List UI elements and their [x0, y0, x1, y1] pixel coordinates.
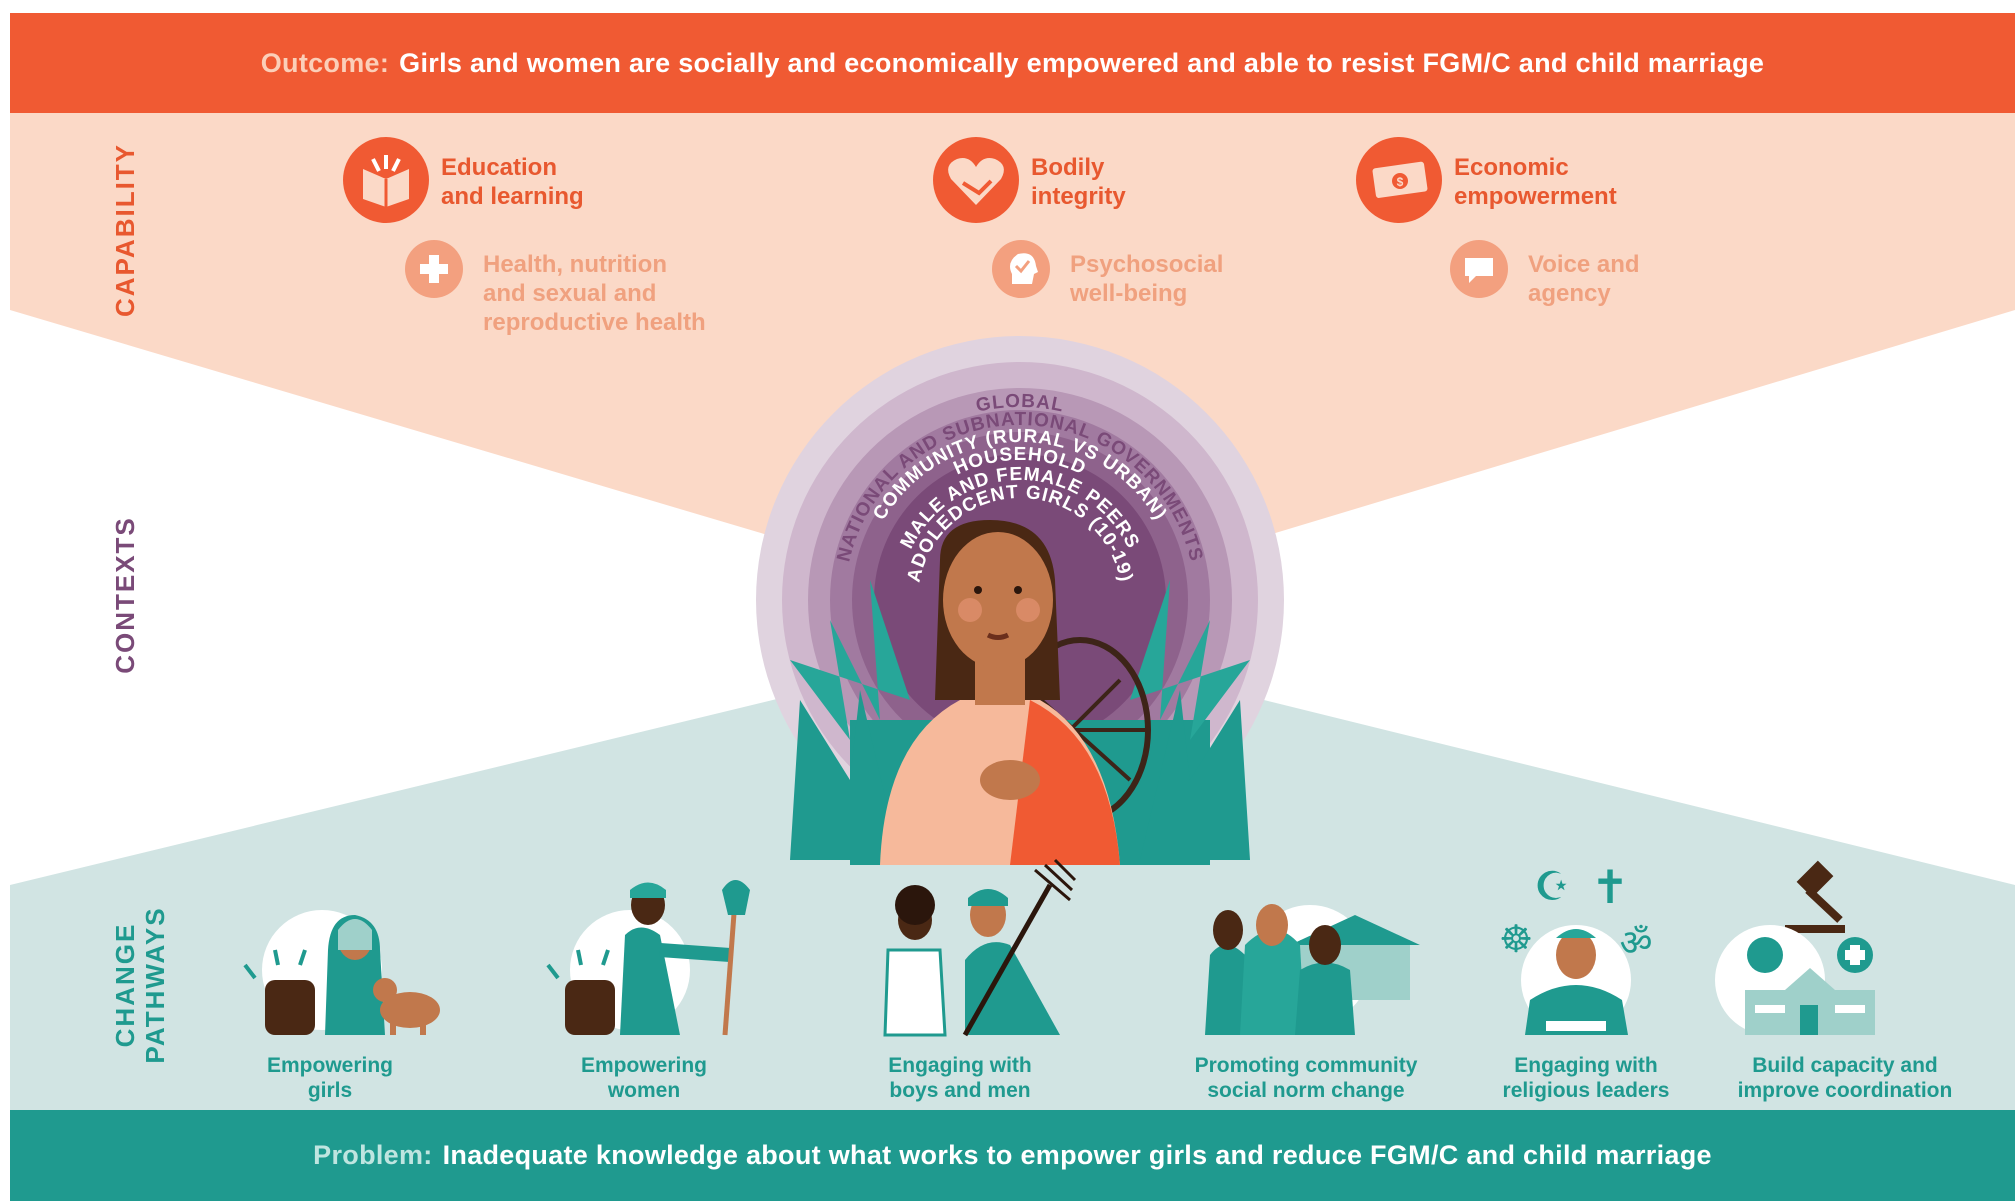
pathway-3-line2: boys and men: [889, 1079, 1031, 1102]
education-line2: and learning: [441, 183, 584, 210]
health-line1: Health, nutrition: [483, 251, 667, 278]
capability-voice-agency: Voice and agency: [1450, 240, 1640, 308]
outcome-text: Girls and women are socially and economi…: [399, 47, 1765, 78]
bodily-line1: Bodily: [1031, 154, 1105, 181]
pathway-4-line2: social norm change: [1207, 1079, 1405, 1102]
pathway-5-line2: religious leaders: [1502, 1079, 1670, 1102]
problem-lead: Problem:: [313, 1140, 433, 1170]
speech-bubble-icon: [1450, 240, 1508, 298]
contexts-side-label: CONTEXTS: [110, 516, 140, 674]
capability-health: Health, nutrition and sexual and reprodu…: [405, 240, 706, 337]
pathway-religious-leaders: Engaging with religious leaders: [1456, 1053, 1716, 1103]
medical-cross-icon: [405, 240, 463, 298]
head-check-icon: [992, 240, 1050, 298]
open-book-icon: [343, 137, 429, 223]
voice-line1: Voice and: [1528, 251, 1640, 278]
pathway-1-line2: girls: [307, 1079, 353, 1102]
voice-line2: agency: [1528, 280, 1611, 307]
pathway-engaging-boys-men: Engaging with boys and men: [830, 1053, 1090, 1103]
pathway-3-line1: Engaging with: [888, 1054, 1032, 1077]
outcome-lead: Outcome:: [260, 47, 390, 78]
pathway-6-line1: Build capacity and: [1752, 1054, 1938, 1077]
outcome-banner: Outcome: Girls and women are socially an…: [10, 13, 2015, 113]
pathway-empowering-women: Empowering women: [514, 1053, 774, 1103]
svg-text:$: $: [1397, 175, 1404, 189]
heart-handshake-icon: [933, 137, 1019, 223]
health-line3: reproductive health: [483, 309, 706, 336]
pathway-4-line1: Promoting community: [1194, 1054, 1418, 1077]
problem-banner: Problem: Inadequate knowledge about what…: [10, 1110, 2015, 1201]
pathway-5-line1: Engaging with: [1514, 1054, 1658, 1077]
change-label-line2: PATHWAYS: [140, 906, 170, 1064]
change-label-line1: CHANGE: [110, 922, 140, 1048]
health-line2: and sexual and: [483, 280, 657, 307]
capability-education: Education and learning: [343, 137, 584, 223]
capability-bodily-integrity: Bodily integrity: [933, 137, 1126, 223]
money-icon: $: [1356, 137, 1442, 223]
problem-text: Inadequate knowledge about what works to…: [442, 1140, 1712, 1170]
capability-economic-empowerment: $ Economic empowerment: [1356, 137, 1617, 223]
adolescent-girl-illustration: [790, 520, 1250, 865]
bodily-line2: integrity: [1031, 183, 1126, 210]
pathway-empowering-girls: Empowering girls: [200, 1053, 460, 1103]
pathway-community-norms: Promoting community social norm change: [1166, 1053, 1446, 1103]
capability-psychosocial: Psychosocial well-being: [992, 240, 1223, 308]
economic-line2: empowerment: [1454, 183, 1617, 210]
pathway-2-line1: Empowering: [580, 1054, 707, 1077]
economic-line1: Economic: [1454, 154, 1569, 181]
psychosocial-line1: Psychosocial: [1070, 251, 1224, 278]
pathway-build-capacity: Build capacity and improve coordination: [1700, 1053, 1990, 1103]
change-pathways-wedge: [10, 640, 2015, 1110]
education-line1: Education: [441, 154, 558, 181]
pathway-1-line1: Empowering: [266, 1054, 393, 1077]
psychosocial-line2: well-being: [1070, 280, 1188, 307]
change-pathways-side-label: CHANGE PATHWAYS: [110, 900, 170, 1070]
pathway-2-line2: women: [607, 1079, 681, 1102]
pathway-6-line2: improve coordination: [1737, 1079, 1953, 1102]
capability-side-label: CAPABILITY: [110, 142, 140, 318]
